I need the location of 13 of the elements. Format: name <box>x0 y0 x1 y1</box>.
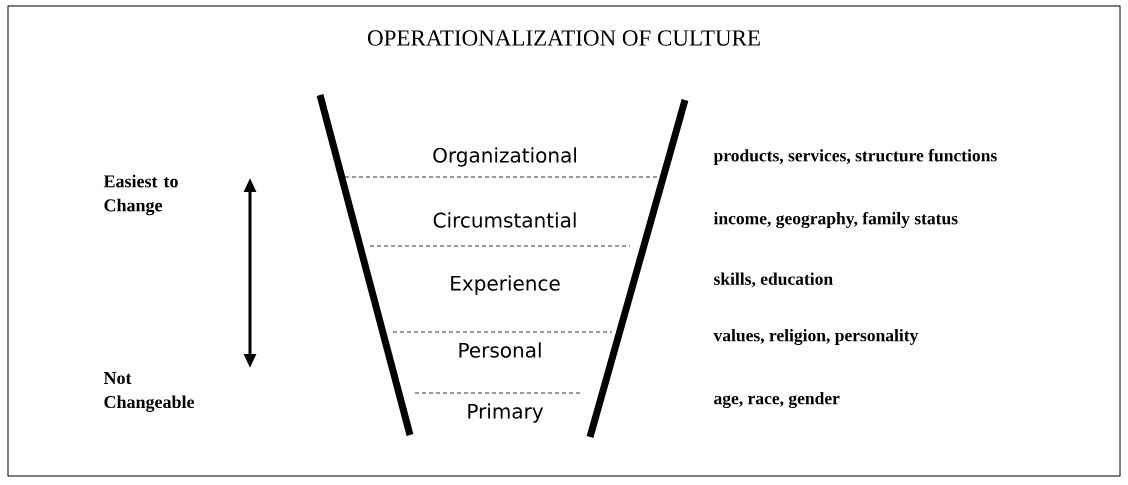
layer-label: Experience <box>451 275 560 295</box>
title: OPERATIONALIZATION OF CULTURE <box>367 30 760 46</box>
layer-label: Primary <box>468 403 544 423</box>
layer-description: skills, education <box>714 272 833 288</box>
scale-label: Easiest to Change <box>103 174 178 216</box>
layer-label: Organizational <box>433 147 576 167</box>
layer-description: values, religion, personality <box>713 329 919 345</box>
scale-label: Not Changeable <box>103 372 195 412</box>
layer-description: products, services, structure functions <box>713 148 997 166</box>
layer-label: Personal <box>459 342 541 358</box>
layer-description: income, geography, family status <box>713 211 958 229</box>
layer-label: Circumstantial <box>433 212 576 228</box>
layer-description: age, race, gender <box>714 392 840 408</box>
